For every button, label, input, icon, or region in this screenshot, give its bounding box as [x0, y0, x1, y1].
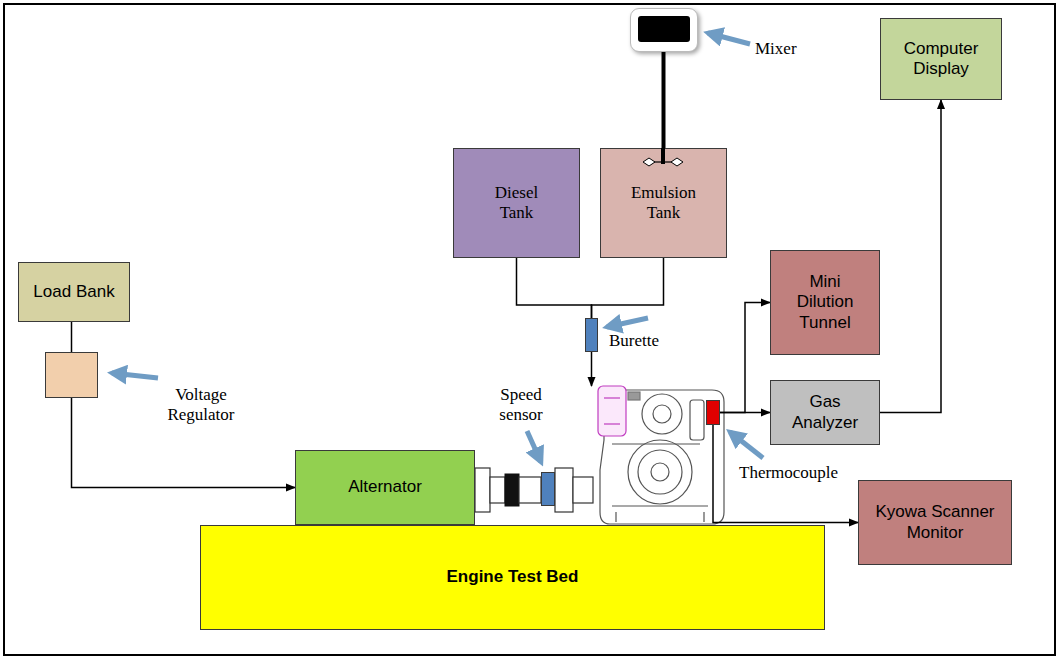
- thermocouple-part: Thermocouple: [706, 400, 720, 425]
- callout-label: Mixer: [755, 39, 815, 59]
- tank-box: Emulsion Tank: [600, 148, 727, 258]
- diesel-engine: [598, 386, 724, 524]
- diesel-engine-part: [598, 386, 626, 436]
- box-label: Diesel Tank: [487, 183, 547, 224]
- callout-arrows-part: [112, 373, 158, 378]
- callout-arrows-part: [607, 318, 648, 327]
- shaft-coupling-part: [555, 468, 573, 512]
- shaft-coupling-part: [505, 474, 519, 506]
- box-label: Kyowa Scanner Monitor: [873, 502, 998, 543]
- load-box: Load Bank: [18, 262, 130, 322]
- shaft-coupling: [475, 468, 593, 512]
- shaft-coupling-part: [490, 477, 505, 503]
- shaft-coupling-part: [519, 477, 541, 503]
- callout-label: Burette: [609, 331, 679, 351]
- connector-line: [720, 412, 770, 414]
- diesel-engine-part: [604, 397, 620, 398]
- propeller-blade: [643, 158, 683, 166]
- connector-line: [517, 258, 592, 318]
- burette-part: Burette: [585, 318, 598, 352]
- box-label: Emulsion Tank: [629, 183, 699, 224]
- tunnel-box: Mini Dilution Tunnel: [770, 250, 880, 355]
- display-box: Computer Display: [880, 18, 1002, 100]
- mixer-propeller: [633, 148, 693, 174]
- fuel-feed-arrow: [591, 352, 593, 386]
- diesel-engine-part: [653, 405, 671, 423]
- diesel-engine-part: [638, 450, 682, 494]
- test-bed: Engine Test Bed: [200, 525, 825, 630]
- mixer-shaft: [662, 43, 666, 148]
- connector-line: [592, 258, 664, 318]
- mixer-device: Mixer: [630, 8, 698, 52]
- diesel-engine-part: [642, 394, 682, 434]
- box-label: Computer Display: [886, 39, 996, 80]
- box-label: Gas Analyzer: [785, 392, 865, 433]
- diesel-engine-part: [628, 440, 692, 504]
- alternator-box: Alternator: [295, 450, 475, 525]
- regulator-box: Voltage Regulator: [45, 352, 98, 398]
- shaft-coupling-part: [475, 468, 490, 512]
- tank-box: Diesel Tank: [453, 148, 580, 258]
- callout-arrows-part: [730, 432, 763, 458]
- monitor-box: Kyowa Scanner Monitor: [858, 480, 1012, 565]
- callout-arrows-part: [527, 431, 541, 462]
- callout-arrows-part: [708, 33, 750, 44]
- diesel-engine-part: [690, 400, 704, 440]
- connector-line: [880, 100, 941, 413]
- connector-line: [71, 322, 73, 352]
- mixer-motor: [638, 16, 690, 42]
- callout-arrows: [112, 33, 763, 462]
- callout-label: Speed sensor: [489, 385, 553, 426]
- diesel-engine-part: [651, 463, 669, 481]
- box-label: Engine Test Bed: [447, 567, 579, 587]
- shaft-coupling-part: [573, 477, 593, 503]
- sensor-part: Speed sensor: [541, 472, 555, 506]
- diesel-engine-part: [628, 392, 640, 400]
- callout-label: Thermocouple: [739, 463, 857, 483]
- box-label: Mini Dilution Tunnel: [790, 272, 860, 333]
- box-label: Alternator: [348, 477, 422, 497]
- box-label: Load Bank: [33, 282, 114, 302]
- diesel-engine-part: [604, 423, 620, 424]
- analyzer-box: Gas Analyzer: [770, 380, 880, 445]
- callout-label: Voltage Regulator: [151, 385, 251, 426]
- connector-line: [720, 303, 770, 413]
- diesel-engine-part: [612, 444, 708, 522]
